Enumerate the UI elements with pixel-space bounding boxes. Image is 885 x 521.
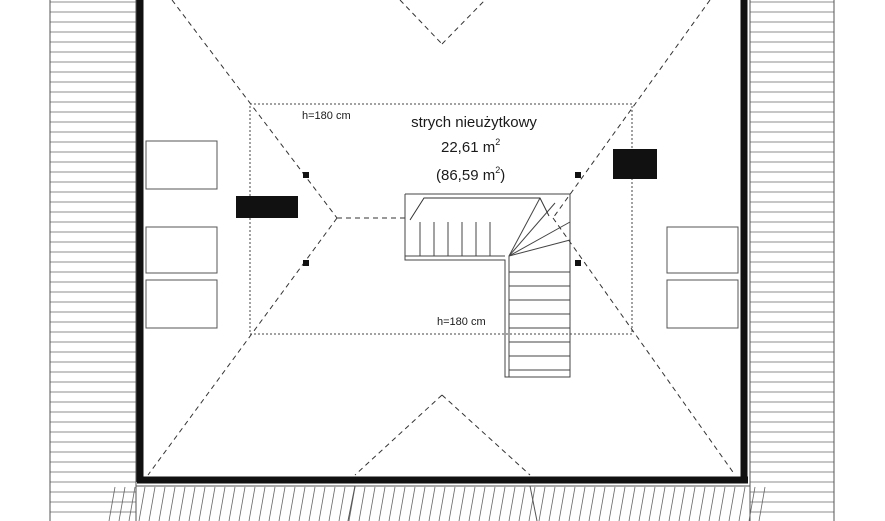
exterior-walls xyxy=(136,0,748,484)
skylight-right-2 xyxy=(666,279,739,329)
left-roof-hatch xyxy=(50,1,136,513)
roof-ridge-lines xyxy=(147,0,736,476)
bottom-roof-hatch xyxy=(108,485,766,521)
right-roof-hatch xyxy=(750,1,834,513)
chimney-right xyxy=(613,149,657,179)
roof-outline xyxy=(49,0,835,521)
room-name: strych nieużytkowy xyxy=(411,114,537,131)
height-label-top: h=180 cm xyxy=(302,110,351,122)
posts xyxy=(303,172,581,266)
chimneys xyxy=(236,149,657,218)
skylights xyxy=(145,140,739,329)
skylight-left-2 xyxy=(145,226,218,274)
height-180-outline xyxy=(249,103,633,335)
skylight-left-3 xyxy=(145,279,218,329)
staircase xyxy=(404,193,571,378)
height-label-bottom: h=180 cm xyxy=(437,316,486,328)
skylight-left-1 xyxy=(145,140,218,190)
total-area: (86,59 m2) xyxy=(436,165,505,184)
skylight-right-1 xyxy=(666,226,739,274)
chimney-left xyxy=(236,196,298,218)
room-area: 22,61 m2 xyxy=(441,137,500,156)
